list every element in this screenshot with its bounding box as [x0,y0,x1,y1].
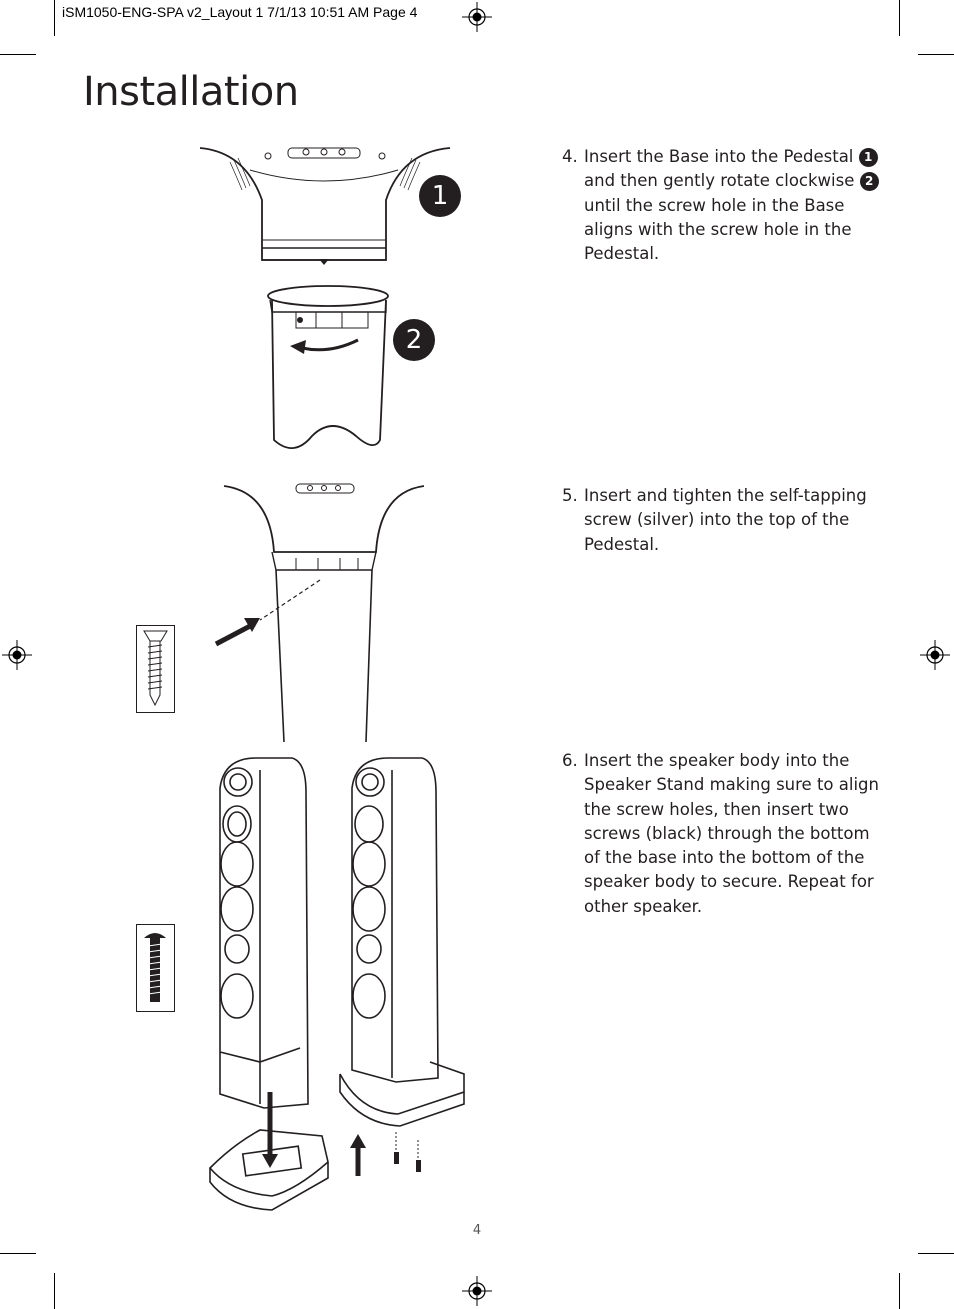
crop-mark [54,0,55,36]
step-text-part: and then gently rotate clockwise [584,171,855,191]
callout-badge-2: 2 [393,319,435,361]
right-speaker [339,757,465,1127]
crop-mark [0,54,36,55]
speaker-assembly-illustration [208,757,465,1211]
screw-insertion-illustration [214,483,425,742]
step-number: 5. [562,486,578,505]
base-pedestal-illustration [199,147,451,449]
callout-badge-1: 1 [419,175,461,217]
crop-mark [0,1253,36,1254]
step-text: Insert the Base into the Pedestal 1 and … [584,145,882,266]
step-number: 6. [562,751,578,770]
step-text-part: until the screw hole in the Base aligns … [584,195,852,264]
crop-mark [899,0,900,36]
step-text-part: Insert the Base into the Pedestal [584,147,854,166]
registration-mark-icon [920,640,950,670]
step-text: Insert and tighten the self-tapping scre… [584,486,867,554]
registration-mark-icon [462,2,492,32]
crop-mark [54,1273,55,1309]
inline-badge-1: 1 [858,148,878,167]
step-number: 4. [562,147,578,166]
registration-mark-icon [2,640,32,670]
page-number: 4 [472,1223,482,1238]
step-6: 6. Insert the speaker body into the Spea… [562,749,882,919]
black-screw-icon [136,924,175,1012]
step-4: 4. Insert the Base into the Pedestal 1 a… [562,145,882,266]
crop-mark [918,54,954,55]
page-title: Installation [83,69,299,115]
printer-slug: iSM1050-ENG-SPA v2_Layout 1 7/1/13 10:51… [62,4,418,20]
left-speaker [219,757,309,1109]
inline-badge-2: 2 [859,172,879,192]
step-text: Insert the speaker body into the Speaker… [584,751,879,916]
crop-mark [899,1273,900,1309]
silver-screw-icon [136,625,175,713]
registration-mark-icon [462,1276,492,1306]
step-5: 5. Insert and tighten the self-tapping s… [562,484,882,557]
crop-mark [918,1253,954,1254]
